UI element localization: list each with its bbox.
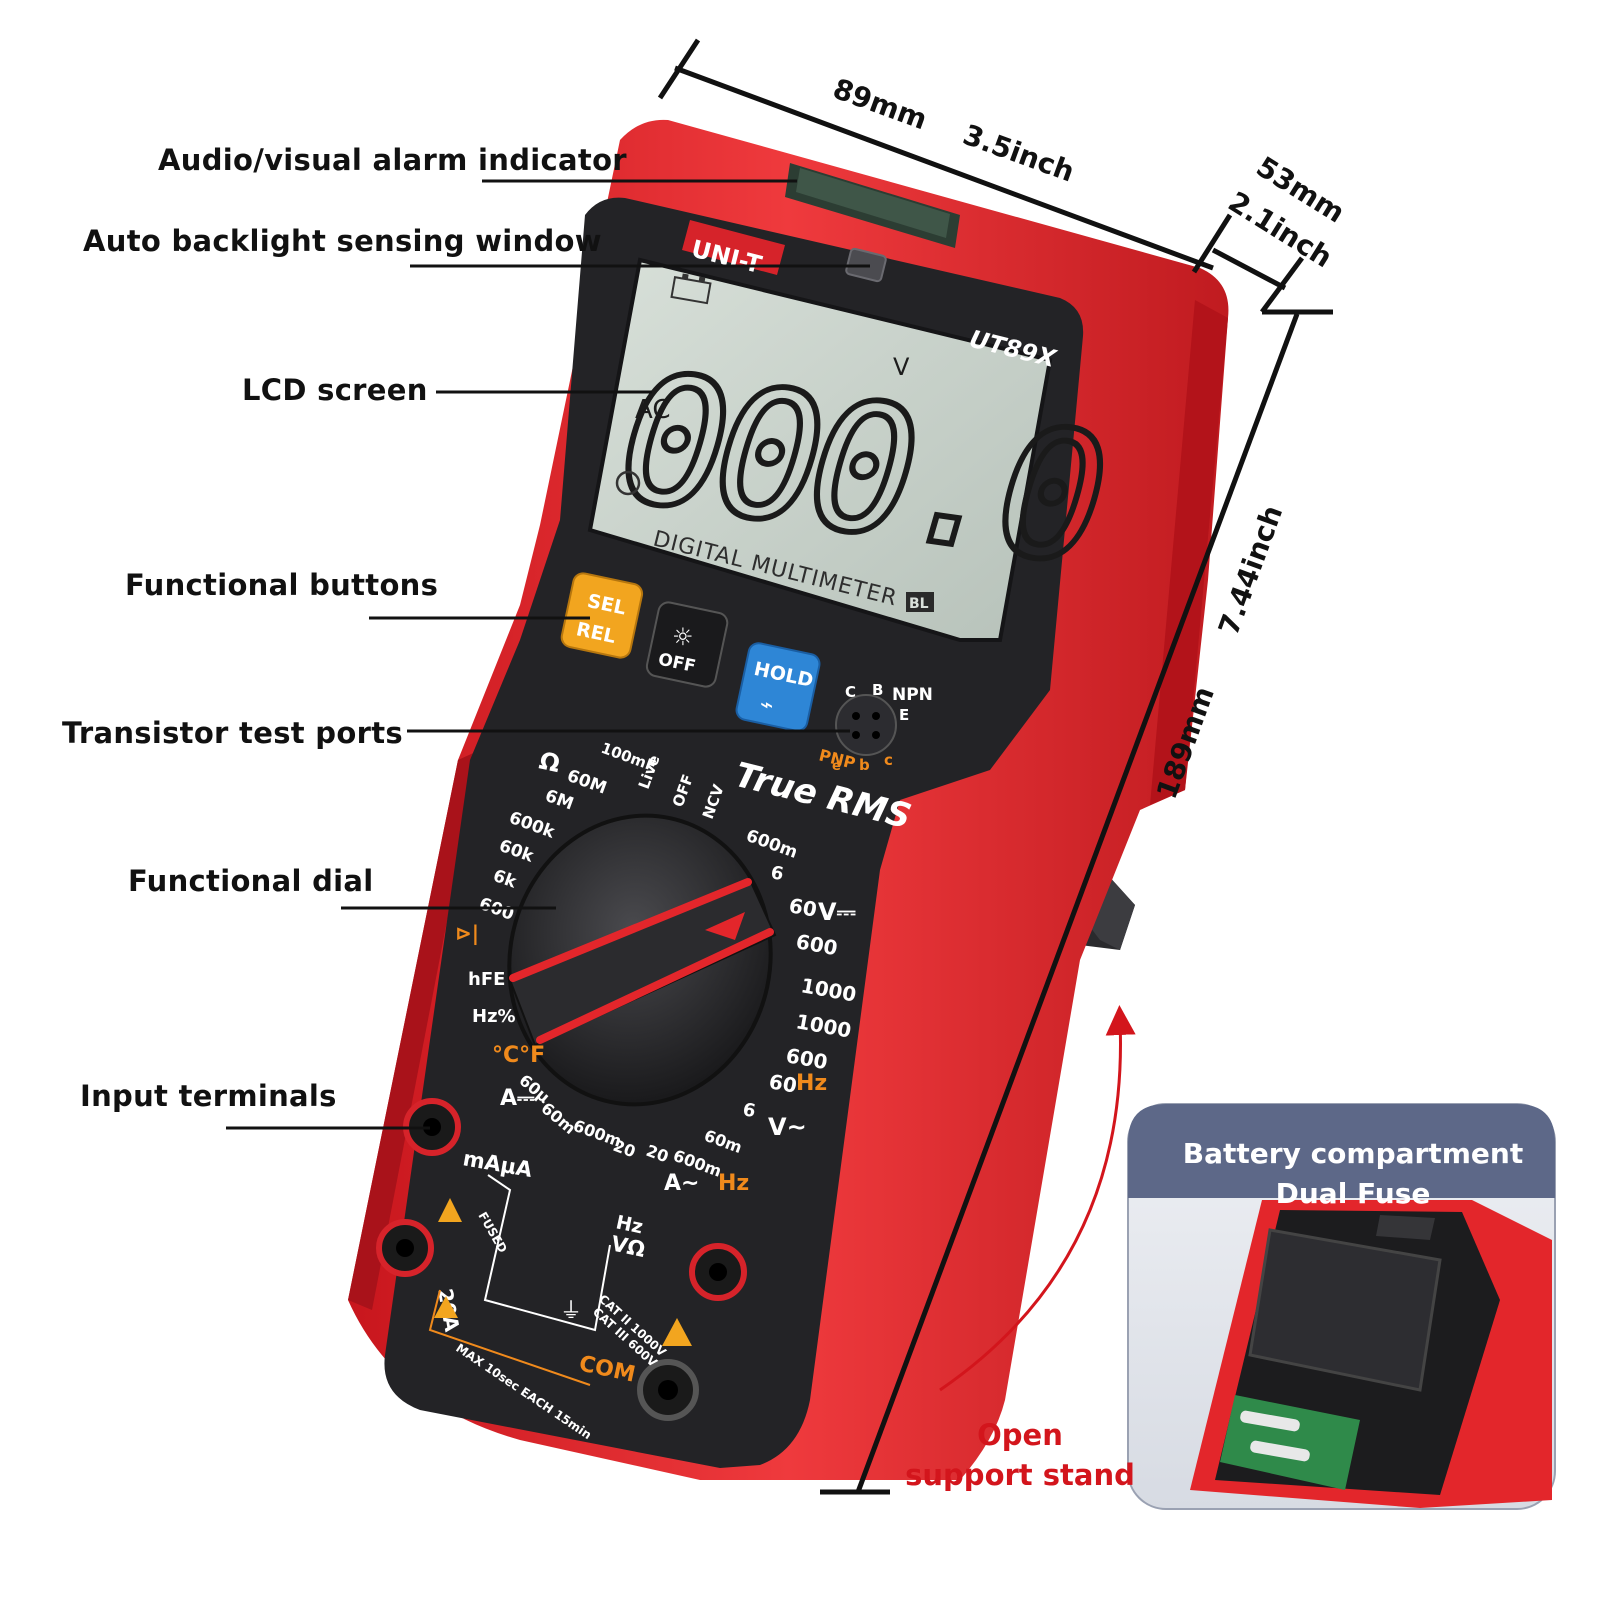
- inset-line-2: Dual Fuse: [1275, 1177, 1431, 1210]
- battery-icon: [670, 273, 712, 305]
- unit-temp: °C°F: [492, 1043, 545, 1068]
- rotary-dial[interactable]: [483, 791, 798, 1129]
- unit-adc: A⎓: [500, 1086, 535, 1111]
- stand-arrow: [939, 1005, 1136, 1392]
- unit-vdc: V⎓: [818, 898, 856, 926]
- callout-buttons: Functional buttons: [125, 568, 439, 602]
- warning-icon: [662, 1318, 692, 1346]
- callout-transistor: Transistor test ports: [62, 716, 403, 750]
- warning-icon: [438, 1198, 462, 1222]
- terminal-20A-hole: [396, 1239, 414, 1257]
- inset-title: Battery compartment Dual Fuse: [1166, 1134, 1540, 1214]
- stand-line-1: Open: [977, 1418, 1063, 1452]
- term-hz-label: Hz: [614, 1211, 645, 1238]
- input-terminals: mAμA 20A COM VΩ Hz CAT II 1000V CAT III …: [376, 1098, 747, 1442]
- callout-alarm: Audio/visual alarm indicator: [158, 143, 627, 177]
- pnp-c: c: [884, 751, 893, 769]
- unit-vac: V~: [768, 1113, 807, 1141]
- terminal-mA-hole: [423, 1118, 441, 1136]
- pnp-e: e: [832, 759, 841, 774]
- unit-aac: A~: [664, 1171, 699, 1196]
- battery-inset-panel: [1127, 1103, 1556, 1510]
- pnp-b: b: [859, 756, 870, 774]
- unit-hz-right: Hz: [796, 1071, 827, 1096]
- dial-unit-labels: V⎓ V~ Hz Hz A⎓ A~ hFE Hz% °C°F ⊳|: [455, 898, 856, 1196]
- lcd-bl-badge: [906, 592, 934, 612]
- inset-line-1: Battery compartment: [1182, 1137, 1524, 1170]
- unit-hfe: hFE: [468, 969, 505, 990]
- dial-label-right: 6: [769, 862, 785, 885]
- callout-backlight: Auto backlight sensing window: [83, 224, 602, 258]
- callout-terminals: Input terminals: [80, 1079, 337, 1113]
- sel-rel-button[interactable]: SEL REL: [560, 572, 644, 660]
- stand-label: Open support stand: [905, 1415, 1135, 1495]
- callout-dial: Functional dial: [128, 864, 374, 898]
- dial-label-right: 60: [787, 893, 819, 921]
- terminal-com-hole: [658, 1380, 678, 1400]
- ground-icon: ⏚: [560, 1299, 582, 1324]
- flashlight-icon: ⌁: [760, 693, 773, 718]
- npn-label: NPN: [892, 685, 933, 705]
- dial-label-right: 60: [767, 1069, 799, 1097]
- dimension-lines: [657, 38, 1333, 1495]
- lcd-unit: V: [893, 353, 910, 381]
- npn-c: C: [845, 683, 856, 701]
- callout-lcd: LCD screen: [242, 373, 428, 407]
- backlight-off-button[interactable]: ☼ OFF: [645, 601, 729, 689]
- terminal-vohm-hole: [709, 1263, 727, 1281]
- npn-b: B: [872, 681, 883, 699]
- diode-icon: ⊳|: [455, 921, 479, 945]
- unit-hz-pct: Hz%: [472, 1006, 516, 1027]
- lcd-bl-text: BL: [909, 596, 929, 612]
- dial-label-right: 6: [741, 1099, 757, 1122]
- alarm-indicator-strip: [785, 163, 960, 248]
- lcd-mode-ac: AC: [635, 395, 670, 425]
- warning-icon: [434, 1296, 458, 1318]
- callout-leaders: [226, 179, 870, 1130]
- auto-off-icon: [615, 470, 641, 496]
- npn-e: E: [899, 706, 909, 724]
- unit-hz-bottom: Hz: [718, 1171, 749, 1196]
- lcd-display: UT89X AC V 000.0 BL DIGITAL MULTIMETER: [587, 257, 1126, 642]
- transistor-socket: C B NPN E e PNP b c: [817, 681, 933, 774]
- sun-icon: ☼: [672, 623, 694, 651]
- stand-line-2: support stand: [905, 1458, 1135, 1492]
- hold-button[interactable]: HOLD ⌁: [735, 641, 822, 732]
